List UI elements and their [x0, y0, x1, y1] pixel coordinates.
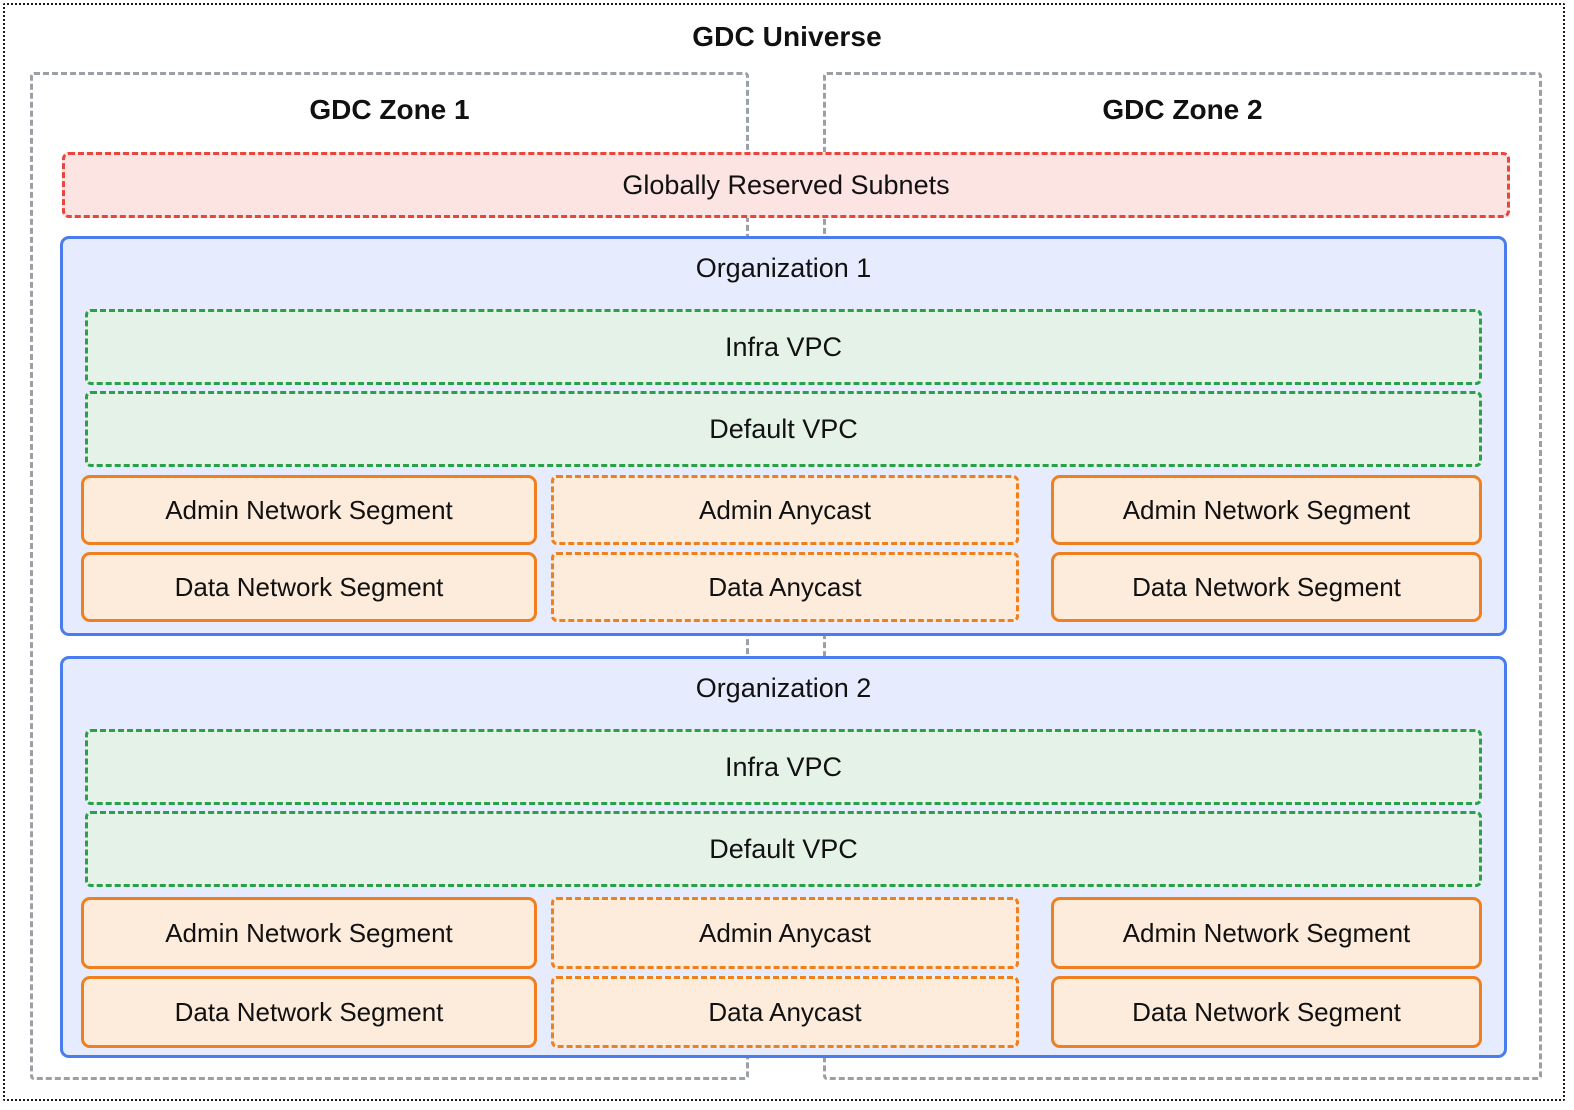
gdc-zone-2-title: GDC Zone 2 [1102, 94, 1263, 125]
organization-2-box: Organization 2 Infra VPC Default VPC Adm… [60, 656, 1507, 1058]
org-1-zone-1-data-network-segment-label: Data Network Segment [174, 572, 444, 602]
org-1-default-vpc-label: Default VPC [709, 414, 858, 444]
org-2-infra-vpc-box: Infra VPC [85, 729, 1482, 805]
org-1-zone-2-admin-network-segment-label: Admin Network Segment [1122, 495, 1411, 525]
org-2-infra-vpc-label: Infra VPC [724, 752, 843, 782]
org-1-infra-vpc-label: Infra VPC [724, 332, 843, 362]
globally-reserved-subnets-label: Globally Reserved Subnets [622, 170, 950, 200]
globally-reserved-subnets-box: Globally Reserved Subnets [62, 152, 1510, 218]
org-2-default-vpc-box: Default VPC [85, 811, 1482, 887]
org-1-admin-anycast: Admin Anycast [551, 475, 1019, 545]
org-1-infra-vpc-box: Infra VPC [85, 309, 1482, 385]
org-1-zone-2-data-network-segment: Data Network Segment [1051, 552, 1482, 622]
org-2-data-anycast-label: Data Anycast [708, 997, 862, 1027]
org-1-data-anycast-label: Data Anycast [708, 572, 862, 602]
org-1-zone-2-admin-network-segment: Admin Network Segment [1051, 475, 1482, 545]
org-1-zone-1-admin-network-segment: Admin Network Segment [81, 475, 537, 545]
org-1-admin-anycast-label: Admin Anycast [699, 495, 871, 525]
org-1-default-vpc-box: Default VPC [85, 391, 1482, 467]
org-2-zone-1-data-network-segment: Data Network Segment [81, 976, 537, 1048]
org-2-admin-anycast-label: Admin Anycast [699, 918, 871, 948]
org-2-zone-2-data-network-segment-label: Data Network Segment [1132, 997, 1401, 1027]
org-1-zone-2-data-network-segment-label: Data Network Segment [1132, 572, 1401, 602]
gdc-universe-title: GDC Universe [692, 21, 882, 52]
org-2-zone-1-admin-network-segment-label: Admin Network Segment [165, 918, 453, 948]
org-2-zone-2-admin-network-segment: Admin Network Segment [1051, 897, 1482, 969]
org-2-zone-1-data-network-segment-label: Data Network Segment [174, 997, 444, 1027]
org-2-admin-anycast: Admin Anycast [551, 897, 1019, 969]
org-2-zone-2-data-network-segment: Data Network Segment [1051, 976, 1482, 1048]
gdc-zone-1-title: GDC Zone 1 [309, 94, 470, 125]
org-2-data-anycast: Data Anycast [551, 976, 1019, 1048]
org-2-default-vpc-label: Default VPC [709, 834, 858, 864]
org-2-zone-1-admin-network-segment: Admin Network Segment [81, 897, 537, 969]
org-1-zone-1-admin-network-segment-label: Admin Network Segment [165, 495, 453, 525]
organization-1-box: Organization 1 Infra VPC Default VPC Adm… [60, 236, 1507, 636]
org-1-data-anycast: Data Anycast [551, 552, 1019, 622]
organization-2-title: Organization 2 [695, 673, 872, 703]
organization-1-title: Organization 1 [695, 253, 872, 283]
org-2-zone-2-admin-network-segment-label: Admin Network Segment [1122, 918, 1411, 948]
gdc-universe-frame [3, 3, 1565, 1101]
org-1-zone-1-data-network-segment: Data Network Segment [81, 552, 537, 622]
